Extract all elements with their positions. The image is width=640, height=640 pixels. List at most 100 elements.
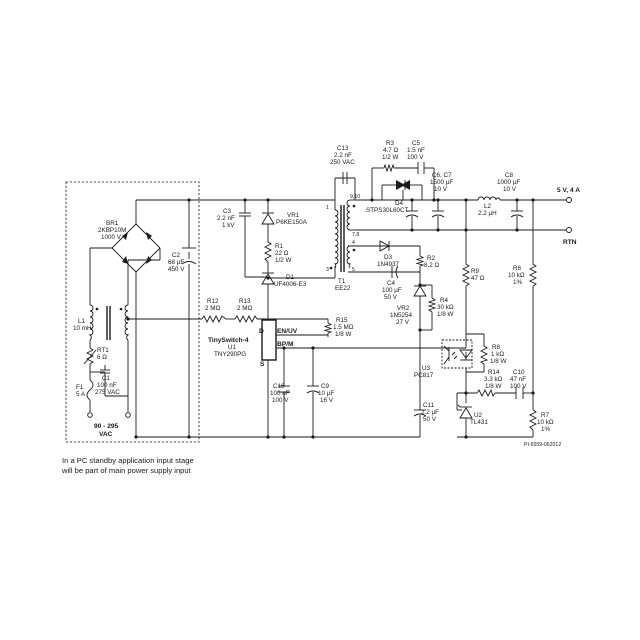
label-u3-part: PC817: [414, 372, 434, 379]
inductor-l1: [88, 304, 130, 341]
input-stage-boundary: [65, 181, 200, 443]
label-c3-rating: 1 kV: [222, 222, 235, 229]
optocoupler-u3: [443, 345, 473, 365]
label-c67-val: 1500 µF: [430, 179, 453, 186]
label-pin-78: 7,8: [352, 232, 359, 238]
label-c8-val: 1000 µF: [497, 179, 520, 186]
label-c10: C10: [513, 369, 525, 376]
label-l2-val: 2.2 µH: [478, 210, 497, 217]
label-r12: R12: [207, 298, 219, 305]
label-pin-1: 1: [326, 205, 329, 211]
label-c2-val: 68 µF: [168, 259, 184, 266]
label-vin: 90 - 295: [94, 423, 119, 430]
capacitor-c1: [90, 365, 128, 397]
label-c67-rating: 10 V: [434, 186, 448, 193]
label-r12-val: 2 MΩ: [205, 305, 220, 312]
resistor-r6: [528, 263, 538, 287]
label-r13: R13: [239, 298, 251, 305]
label-c16-rating: 100 V: [272, 397, 289, 404]
label-br1: BR1: [106, 220, 119, 227]
label-r7: R7: [541, 412, 550, 419]
label-vr2-part: 1N5254: [390, 312, 413, 319]
switcher-ic-u1: [261, 319, 277, 361]
label-u1: U1: [228, 344, 237, 351]
label-vr1: VR1: [287, 212, 300, 219]
resistor-r12: [201, 314, 227, 324]
label-vr2: VR2: [397, 305, 410, 312]
label-l1: L1: [78, 318, 86, 325]
label-r6-rating: 1%: [513, 279, 523, 286]
label-c1-rating: 275 VAC: [95, 389, 120, 396]
capacitor-c4: [391, 265, 399, 279]
junction-dots: [126, 198, 535, 439]
label-r4: R4: [440, 297, 449, 304]
capacitor-c5: [417, 162, 425, 174]
label-pin-4: 4: [352, 240, 355, 246]
label-c4-val: 100 µF: [382, 287, 402, 294]
label-r4-rating: 1/8 W: [437, 311, 454, 318]
label-d4: D4: [395, 200, 404, 207]
label-d3-part: 1N4937: [377, 261, 400, 268]
diode-d1: [261, 272, 275, 285]
zener-vr2: [413, 285, 427, 297]
label-vr1-part: P6KE150A: [276, 219, 308, 226]
label-c8-rating: 10 V: [503, 186, 517, 193]
zener-vr1: [261, 212, 275, 225]
schottky-d4: [381, 180, 423, 200]
label-t1: T1: [338, 278, 346, 285]
label-r7-val: 10 kΩ: [537, 419, 554, 426]
label-r6-val: 10 kΩ: [508, 272, 525, 279]
label-r7-rating: 1%: [541, 426, 551, 433]
resistor-r15: [323, 322, 333, 334]
label-c13-val: 2.2 nF: [334, 152, 352, 159]
label-c5: C5: [412, 140, 421, 147]
label-c11-val: 2.2 µF: [421, 409, 439, 416]
label-r8-val: 1 kΩ: [491, 351, 504, 358]
label-u3: U3: [422, 365, 431, 372]
label-r8-rating: 1/8 W: [490, 358, 507, 365]
capacitor-c9: [306, 385, 320, 394]
capacitor-c8: [510, 210, 524, 218]
label-r4-val: 30 kΩ: [437, 304, 454, 311]
label-c11: C11: [423, 402, 435, 409]
label-r13-val: 2 MΩ: [237, 305, 252, 312]
label-c16: C16: [273, 383, 285, 390]
label-l1-val: 10 mH: [73, 325, 92, 332]
label-c3-val: 2.2 nF: [217, 215, 235, 222]
label-c5-val: 1.5 nF: [407, 147, 425, 154]
label-pin-d: D: [259, 328, 264, 335]
inductor-l2: [477, 196, 501, 201]
label-c1: C1: [102, 375, 111, 382]
capacitor-c2: [181, 247, 197, 265]
output-terminals: [566, 197, 572, 233]
label-t1-part: EE22: [335, 285, 351, 292]
label-pin-3: 3: [326, 267, 329, 273]
resistor-r4: [427, 297, 437, 313]
label-r15: R15: [336, 317, 348, 324]
label-d1-part: UF4006-E3: [274, 281, 307, 288]
label-r3: R3: [386, 140, 395, 147]
capacitor-c11: [413, 409, 427, 417]
label-r9: R9: [471, 268, 480, 275]
label-d3: D3: [384, 254, 393, 261]
component-labels: C13 2.2 nF 250 VAC R3 4.7 Ω 1/2 W C5 1.5…: [61, 140, 580, 475]
capacitor-c6-c7: [405, 210, 445, 218]
label-r15-rating: 1/8 W: [335, 331, 352, 338]
capacitor-c13: [334, 172, 356, 200]
label-pi-code: PI-6559-062012: [524, 442, 561, 448]
label-c9: C9: [321, 383, 330, 390]
label-pin-s: S: [260, 361, 265, 368]
label-r1-val: 22 Ω: [275, 250, 289, 257]
label-r2-val: 8.2 Ω: [424, 262, 440, 269]
label-r6: R6: [513, 265, 522, 272]
label-u1-part: TNY290PG: [214, 351, 246, 358]
bridge-rectifier-br1: [122, 232, 152, 264]
label-c16-val: 100 nF: [270, 390, 290, 397]
capacitor-c3: [239, 212, 251, 224]
label-r14-rating: 1/8 W: [485, 383, 502, 390]
wires: [89, 167, 566, 438]
label-rt1-val: 6 Ω: [97, 354, 107, 361]
thermistor-rt1: [83, 347, 97, 380]
label-c2-rating: 450 V: [168, 266, 185, 273]
